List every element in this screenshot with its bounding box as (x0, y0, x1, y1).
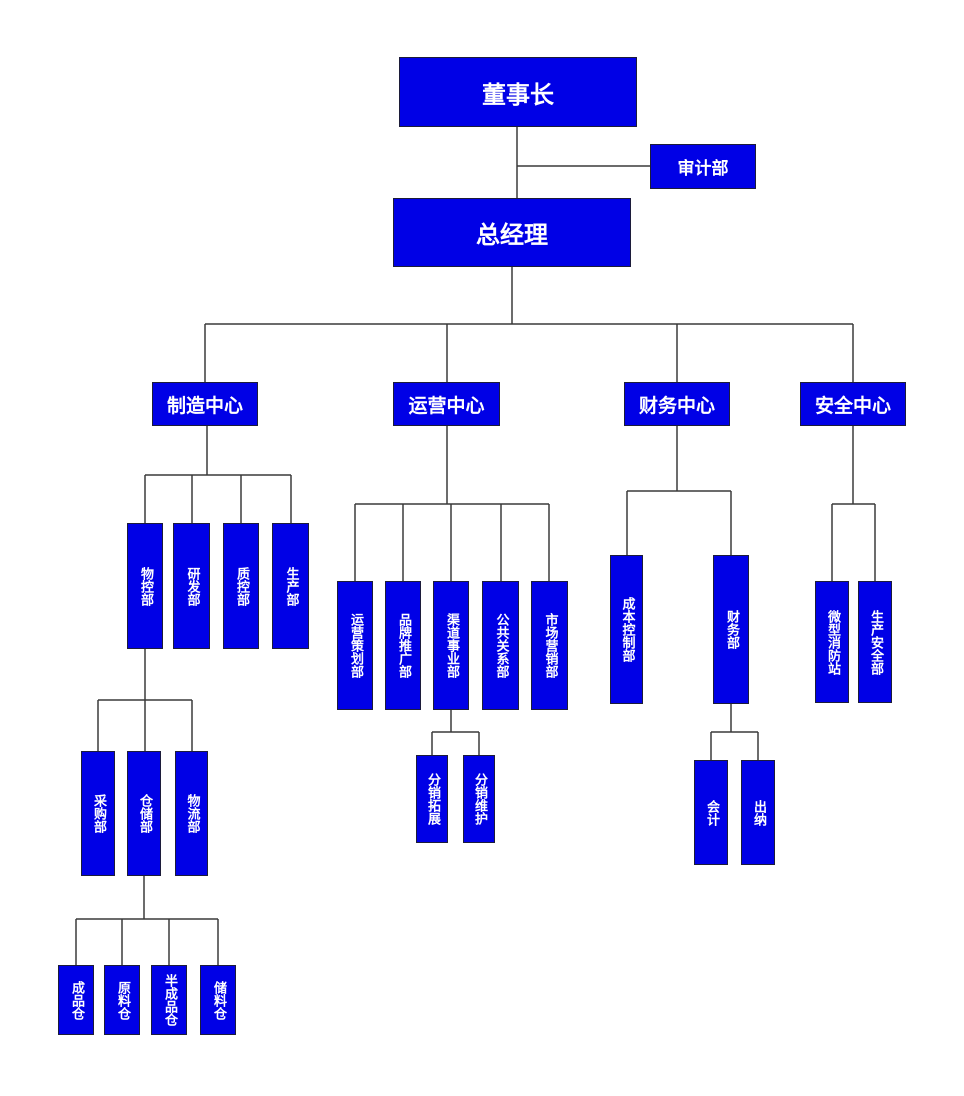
storage-material-warehouse-box: 储料仓 (200, 965, 236, 1035)
purchasing-dept-box: 采购部 (81, 751, 115, 876)
finished-goods-warehouse-box: 成品仓 (58, 965, 94, 1035)
safety-center-box: 安全中心 (800, 382, 906, 426)
chairman-box: 董事长 (399, 57, 637, 127)
logistics-dept-box: 物流部 (175, 751, 208, 876)
production-safety-dept-box: 生产安全部 (858, 581, 892, 703)
audit-dept-box: 审计部 (650, 144, 756, 189)
cost-control-dept-box: 成本控制部 (610, 555, 643, 704)
cashier-box: 出纳 (741, 760, 775, 865)
quality-control-dept-box: 质控部 (223, 523, 259, 649)
public-relations-dept-box: 公共关系部 (482, 581, 519, 710)
finance-center-box: 财务中心 (624, 382, 730, 426)
manufacturing-center-box: 制造中心 (152, 382, 258, 426)
marketing-dept-box: 市场营销部 (531, 581, 568, 710)
finance-dept-box: 财务部 (713, 555, 749, 704)
channel-business-dept-box: 渠道事业部 (433, 581, 469, 710)
accounting-box: 会计 (694, 760, 728, 865)
production-dept-box: 生产部 (272, 523, 309, 649)
distribution-maintenance-box: 分销维护 (463, 755, 495, 843)
rnd-dept-box: 研发部 (173, 523, 210, 649)
brand-promotion-dept-box: 品牌推广部 (385, 581, 421, 710)
operations-center-box: 运营中心 (393, 382, 500, 426)
raw-material-warehouse-box: 原料仓 (104, 965, 140, 1035)
semi-finished-warehouse-box: 半成品仓 (151, 965, 187, 1035)
general-manager-box: 总经理 (393, 198, 631, 267)
distribution-expansion-box: 分销拓展 (416, 755, 448, 843)
ops-planning-dept-box: 运营策划部 (337, 581, 373, 710)
micro-fire-station-box: 微型消防站 (815, 581, 849, 703)
material-control-dept-box: 物控部 (127, 523, 163, 649)
warehousing-dept-box: 仓储部 (127, 751, 161, 876)
